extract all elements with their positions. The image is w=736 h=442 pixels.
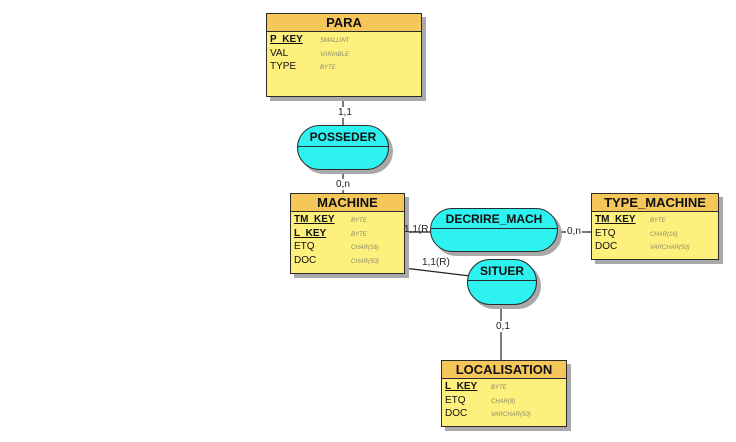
attribute-type: VARCHAR(50): [491, 412, 531, 418]
cardinality-decrire-type: 0,n: [566, 226, 582, 237]
relation-title: SITUER: [468, 260, 536, 282]
attribute-name: DOC: [294, 254, 317, 266]
relation-title: POSSEDER: [298, 126, 388, 147]
cardinality-situer-localisation: 0,1: [495, 321, 511, 332]
relation-title: DECRIRE_MACH: [431, 209, 557, 230]
cardinality-posseder-machine: 0,n: [335, 179, 351, 190]
attribute-type: SMALLINT: [320, 38, 350, 44]
attribute-type: CHAR(8): [491, 398, 516, 405]
cardinality-machine-situer: 1,1(R): [422, 257, 450, 268]
attribute-name: ETQ: [294, 241, 315, 252]
relation-decrire-mach[interactable]: DECRIRE_MACH: [430, 208, 558, 252]
attribute-row: ETQ CHAR(8): [442, 395, 566, 409]
entity-title: LOCALISATION: [442, 361, 566, 379]
attribute-row: TM_KEY BYTE: [592, 214, 718, 228]
entity-title: TYPE_MACHINE: [592, 194, 718, 212]
line-machine-situer: [403, 267, 471, 277]
attribute-type: BYTE: [491, 385, 507, 391]
attribute-row: L_KEY BYTE: [291, 228, 404, 242]
entity-title: PARA: [267, 14, 421, 32]
primary-key-attribute: P_KEY: [270, 34, 303, 45]
attribute-name: DOC: [595, 241, 618, 252]
entity-type-machine[interactable]: TYPE_MACHINE TM_KEY BYTE ETQ CHAR(16) DOC V…: [591, 193, 719, 260]
primary-key-attribute: L_KEY: [445, 381, 478, 392]
attribute-name: ETQ: [595, 227, 616, 239]
primary-key-attribute: TM_KEY: [294, 214, 335, 225]
attribute-row: TM_KEY BYTE: [291, 214, 404, 228]
attribute-row: DOC CHAR(50): [291, 255, 404, 269]
entity-title: MACHINE: [291, 194, 404, 212]
attribute-type: CHAR(16): [650, 231, 678, 238]
attribute-type: BYTE: [351, 218, 367, 224]
entity-para[interactable]: PARA P_KEY SMALLINT VAL VARIABLE TYPE BYTE: [266, 13, 422, 97]
attribute-row: VAL VARIABLE: [267, 48, 421, 62]
relation-posseder[interactable]: POSSEDER: [297, 125, 389, 170]
attribute-name: DOC: [445, 408, 468, 419]
attribute-row: L_KEY BYTE: [442, 381, 566, 395]
attribute-row: DOC VARCHAR(50): [442, 408, 566, 422]
attribute-type: CHAR(50): [351, 258, 379, 265]
attribute-row: TYPE BYTE: [267, 61, 421, 75]
attribute-type: VARIABLE: [320, 51, 350, 58]
attribute-type: VARCHAR(50): [650, 245, 690, 251]
relation-situer[interactable]: SITUER: [467, 259, 537, 305]
attribute-name: TYPE: [270, 61, 297, 72]
attribute-type: BYTE: [351, 231, 367, 238]
attribute-name: VAL: [270, 47, 289, 59]
primary-key-attribute: TM_KEY: [595, 214, 636, 225]
attribute-type: BYTE: [320, 65, 336, 71]
attribute-row: DOC VARCHAR(50): [592, 241, 718, 255]
attribute-row: ETQ CHAR(16): [592, 228, 718, 242]
attribute-row: P_KEY SMALLINT: [267, 34, 421, 48]
attribute-type: CHAR(16): [351, 245, 379, 251]
attribute-name: ETQ: [445, 394, 466, 406]
cardinality-machine-decrire: 1,1(R: [404, 224, 429, 235]
cardinality-para-posseder: 1,1: [337, 107, 353, 118]
primary-key-attribute: L_KEY: [294, 227, 327, 239]
entity-machine[interactable]: MACHINE TM_KEY BYTE L_KEY BYTE ETQ CHAR(16)…: [290, 193, 405, 274]
attribute-row: ETQ CHAR(16): [291, 241, 404, 255]
entity-localisation[interactable]: LOCALISATION L_KEY BYTE ETQ CHAR(8) DOC VAR…: [441, 360, 567, 427]
attribute-type: BYTE: [650, 218, 666, 224]
